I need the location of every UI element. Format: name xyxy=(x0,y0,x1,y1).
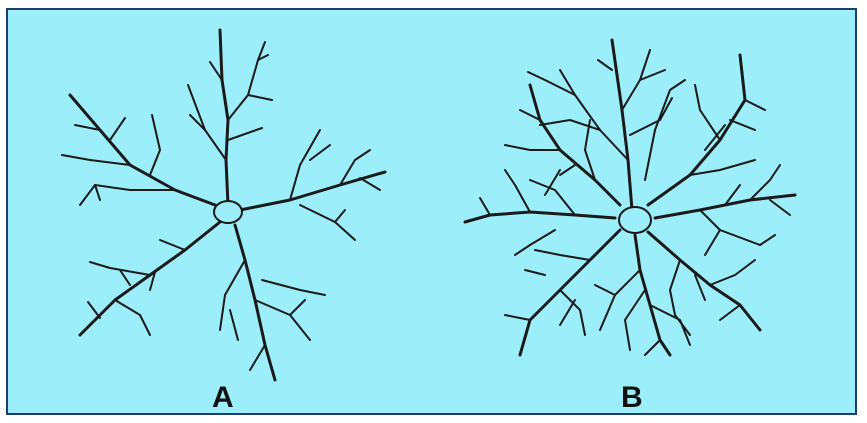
panel-label-b: B xyxy=(621,383,643,413)
neuron-b-dendrites xyxy=(465,40,795,355)
neuron-b-soma xyxy=(619,207,651,233)
panel-label-a: A xyxy=(212,383,234,413)
